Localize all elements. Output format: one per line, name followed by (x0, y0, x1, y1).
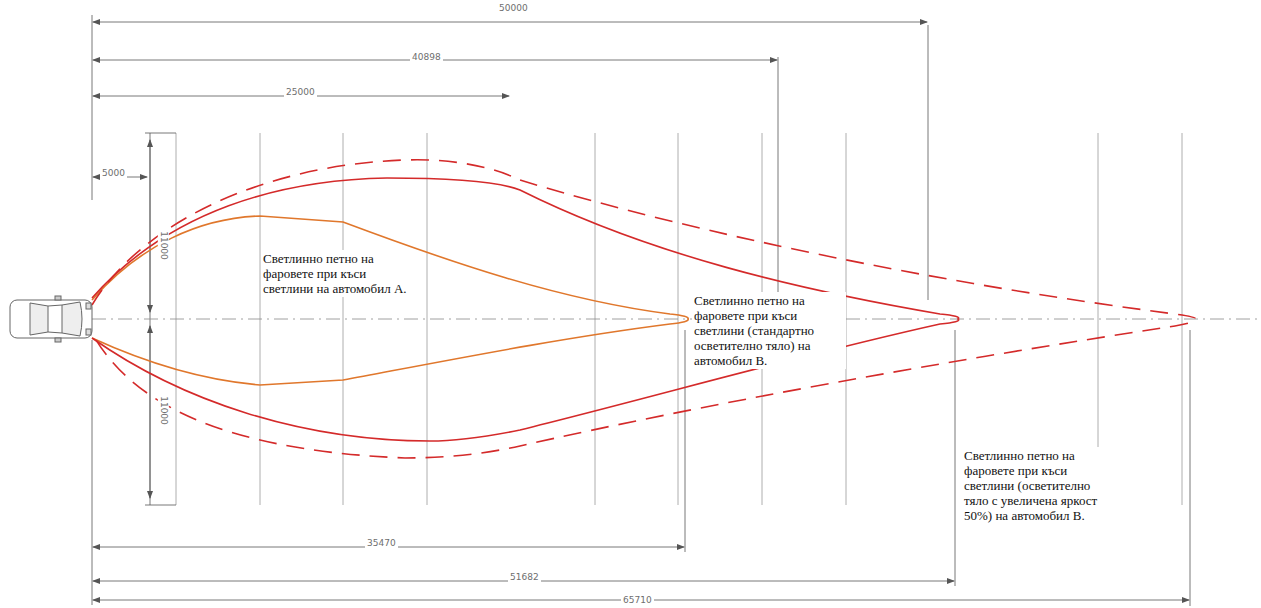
dimension-text: 51682 (508, 572, 541, 583)
dimension-text: 40898 (410, 52, 443, 63)
note-text: Светлинно петно на фаровете при къси све… (692, 292, 846, 369)
centre-line (92, 319, 1261, 320)
beam-car-a (92, 216, 688, 385)
note-text: Светлинно петно на фаровете при къси све… (962, 447, 1116, 524)
dimension-text: 5000 (100, 168, 127, 179)
dimension-text: 50000 (497, 3, 530, 14)
beam-car-b-standard (92, 178, 959, 441)
car-icon (10, 296, 92, 342)
dimension-text: 11000 (157, 229, 168, 262)
beam-car-b-increased (92, 160, 1195, 458)
dimension-text: 25000 (284, 87, 317, 98)
dimension-text: 11000 (157, 394, 168, 427)
note-text: Светлинно петно на фаровете при къси све… (261, 250, 415, 297)
length-dimensions (92, 15, 1190, 606)
dimension-text: 65710 (621, 595, 654, 606)
dimension-text: 35470 (365, 538, 398, 549)
